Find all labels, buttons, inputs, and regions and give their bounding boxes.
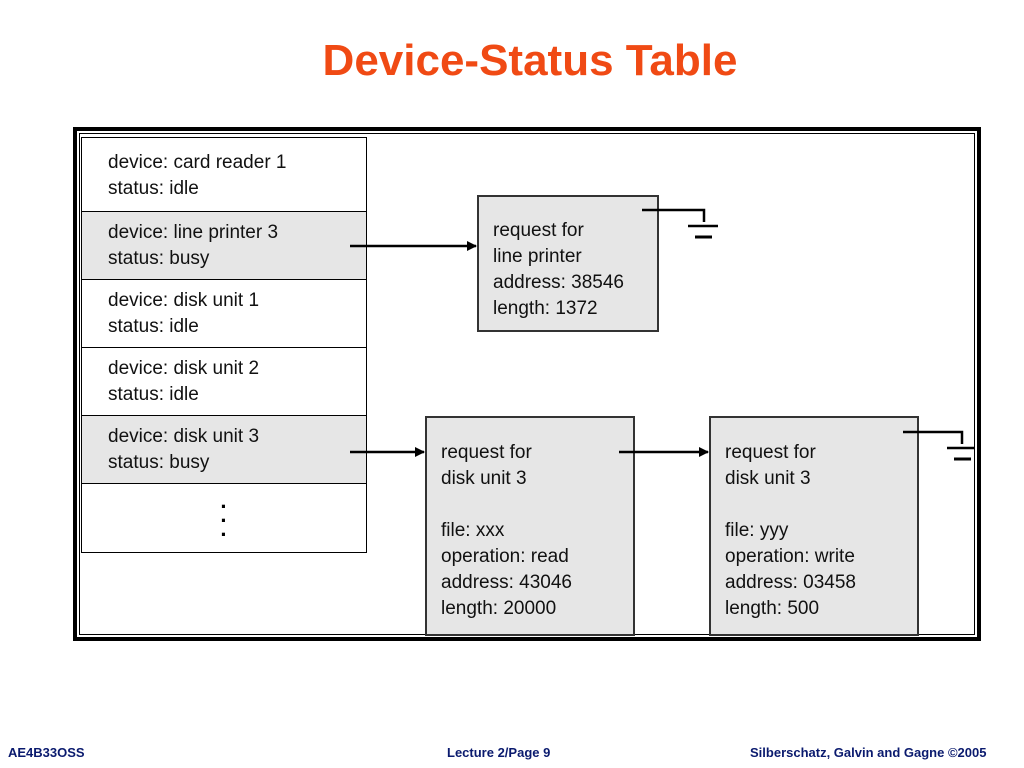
request-line: file: yyy [725, 520, 789, 541]
ellipsis-dot: · [220, 508, 228, 533]
request-line: address: 43046 [441, 572, 572, 593]
request-line-printer: request for line printer address: 38546 … [477, 195, 659, 332]
request-line: length: 1372 [493, 298, 598, 319]
request-line: disk unit 3 [441, 468, 527, 489]
request-disk-unit-3-write: request for disk unit 3 file: yyy operat… [709, 416, 919, 636]
device-label: device: line printer 3 [108, 222, 279, 243]
more-devices-ellipsis: · · · [82, 494, 366, 547]
device-row-line-printer: device: line printer 3 status: busy [82, 212, 366, 280]
slide-title: Device-Status Table [322, 36, 738, 85]
device-row-disk-unit-1: device: disk unit 1 status: idle [82, 280, 366, 348]
ellipsis-dot: · [220, 522, 228, 547]
device-label: device: disk unit 2 [108, 358, 260, 379]
request-line: address: 38546 [493, 272, 624, 293]
device-status: status: idle [108, 316, 199, 337]
request-line: request for [441, 442, 532, 463]
request-line: request for [725, 442, 816, 463]
device-label: device: disk unit 1 [108, 290, 260, 311]
device-row-disk-unit-2: device: disk unit 2 status: idle [82, 348, 366, 416]
ellipsis-dot: · [220, 494, 228, 519]
request-line: operation: read [441, 546, 569, 567]
request-line: address: 03458 [725, 572, 856, 593]
request-line: request for [493, 220, 584, 241]
device-status: status: idle [108, 384, 199, 405]
device-row-disk-unit-3: device: disk unit 3 status: busy [82, 416, 366, 484]
request-disk-unit-3-read: request for disk unit 3 file: xxx operat… [425, 416, 635, 636]
device-label: device: card reader 1 [108, 152, 287, 173]
footer-course-code: AE4B33OSS [8, 745, 85, 760]
device-label: device: disk unit 3 [108, 426, 260, 447]
request-line: file: xxx [441, 520, 505, 541]
device-status: status: idle [108, 178, 199, 199]
request-line: length: 20000 [441, 598, 557, 619]
request-line: length: 500 [725, 598, 820, 619]
request-line: operation: write [725, 546, 855, 567]
request-line: disk unit 3 [725, 468, 811, 489]
footer-page-number: Lecture 2/Page 9 [447, 745, 551, 760]
device-status: status: busy [108, 248, 210, 269]
device-status: status: busy [108, 452, 210, 473]
request-line: line printer [493, 246, 582, 267]
footer-copyright: Silberschatz, Galvin and Gagne ©2005 [750, 745, 987, 760]
device-status-table: device: card reader 1 status: idle devic… [81, 137, 367, 553]
device-row-card-reader: device: card reader 1 status: idle [82, 138, 366, 212]
